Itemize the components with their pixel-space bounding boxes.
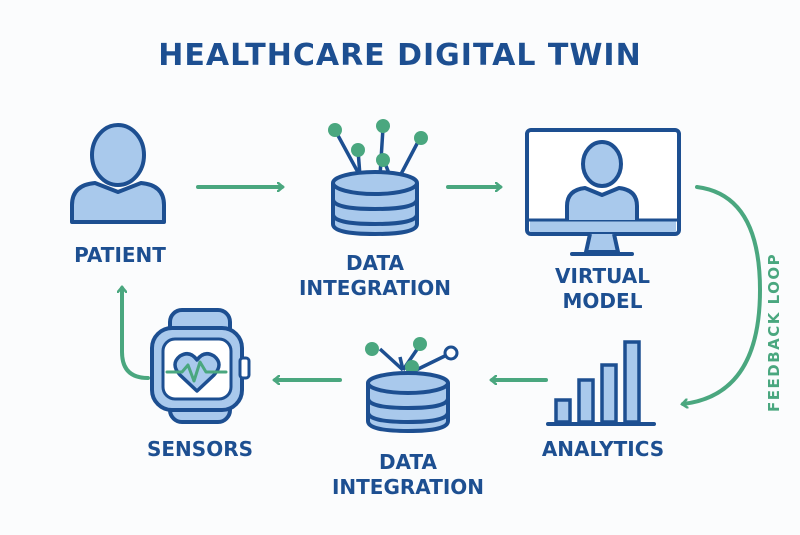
- smartwatch-icon: [150, 308, 251, 424]
- feedback-loop-label: FEEDBACK LOOP: [765, 253, 783, 412]
- arrow-sensors-to-patient: [122, 288, 150, 380]
- page-title: HEALTHCARE DIGITAL TWIN: [158, 38, 642, 73]
- node-label-data-integration-bottom: DATA INTEGRATION: [331, 450, 485, 499]
- node-label-sensors: SENSORS: [146, 437, 253, 461]
- node-label-data-integration-top: DATA INTEGRATION: [298, 251, 452, 300]
- patient-icon: [70, 123, 166, 224]
- monitor-icon: [525, 128, 681, 256]
- bar-chart-icon: [546, 340, 656, 426]
- node-label-virtual-model: VIRTUAL MODEL: [555, 264, 650, 313]
- feedback-loop-arrow: [683, 185, 763, 404]
- database-network-icon: [365, 337, 459, 434]
- database-network-icon: [328, 119, 428, 237]
- node-label-analytics: ANALYTICS: [541, 437, 665, 461]
- node-label-patient: PATIENT: [74, 243, 166, 267]
